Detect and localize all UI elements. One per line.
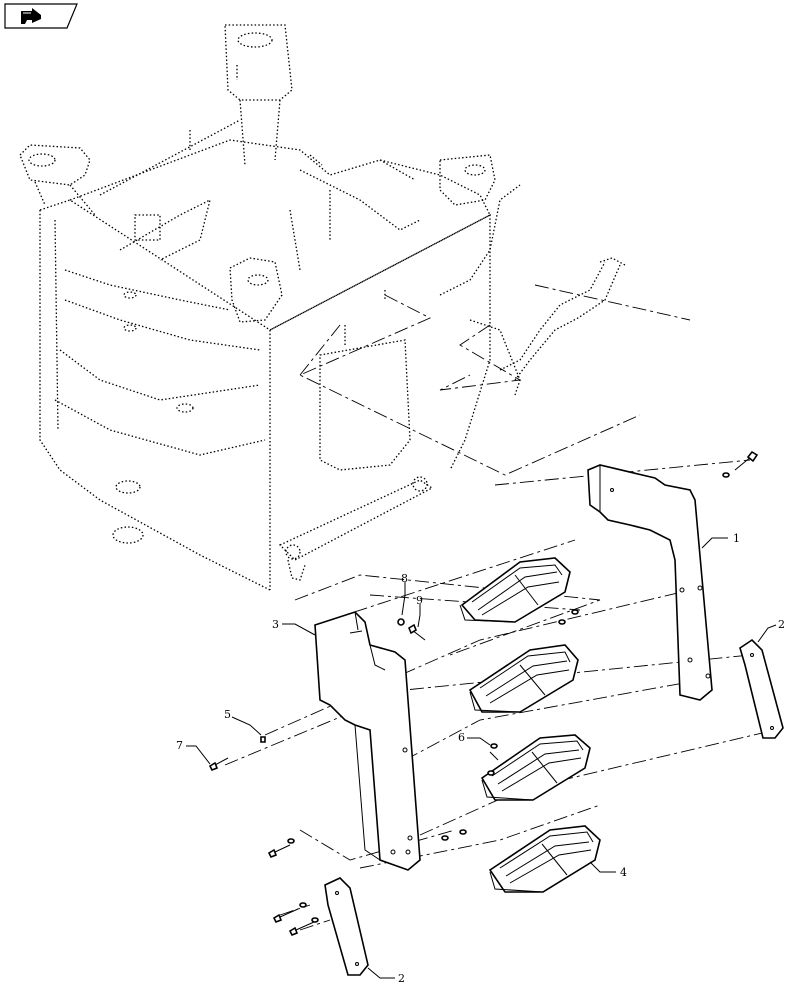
- part-2-pad-right[interactable]: [739, 638, 784, 739]
- part-3-left-step-bracket[interactable]: [314, 611, 421, 871]
- callout-3: 3: [272, 618, 279, 631]
- callout-9: 9: [416, 594, 423, 607]
- callout-labels: 1 2 3 4 5 6 7 8 9 2: [176, 532, 785, 985]
- callout-2-left: 2: [398, 972, 405, 985]
- callout-leaders: [186, 537, 777, 979]
- step-tread-3[interactable]: [480, 734, 591, 801]
- back-button[interactable]: [4, 3, 78, 29]
- part-1-right-step-bracket[interactable]: [587, 464, 713, 701]
- fasteners: [208, 450, 759, 937]
- callout-2-right: 2: [778, 618, 785, 631]
- part-2-pad-left[interactable]: [324, 877, 369, 976]
- chassis-frame-outline: [19, 24, 626, 591]
- callout-1: 1: [733, 532, 740, 545]
- return-arrow-icon: [4, 3, 78, 29]
- callout-5: 5: [224, 708, 231, 721]
- step-tread-2[interactable]: [468, 644, 579, 713]
- part-4-step-tread[interactable]: [488, 825, 601, 893]
- step-tread-1[interactable]: [459, 557, 571, 623]
- callout-7: 7: [176, 739, 183, 752]
- callout-4: 4: [620, 866, 627, 879]
- callout-6: 6: [458, 731, 465, 744]
- callout-8: 8: [401, 572, 408, 585]
